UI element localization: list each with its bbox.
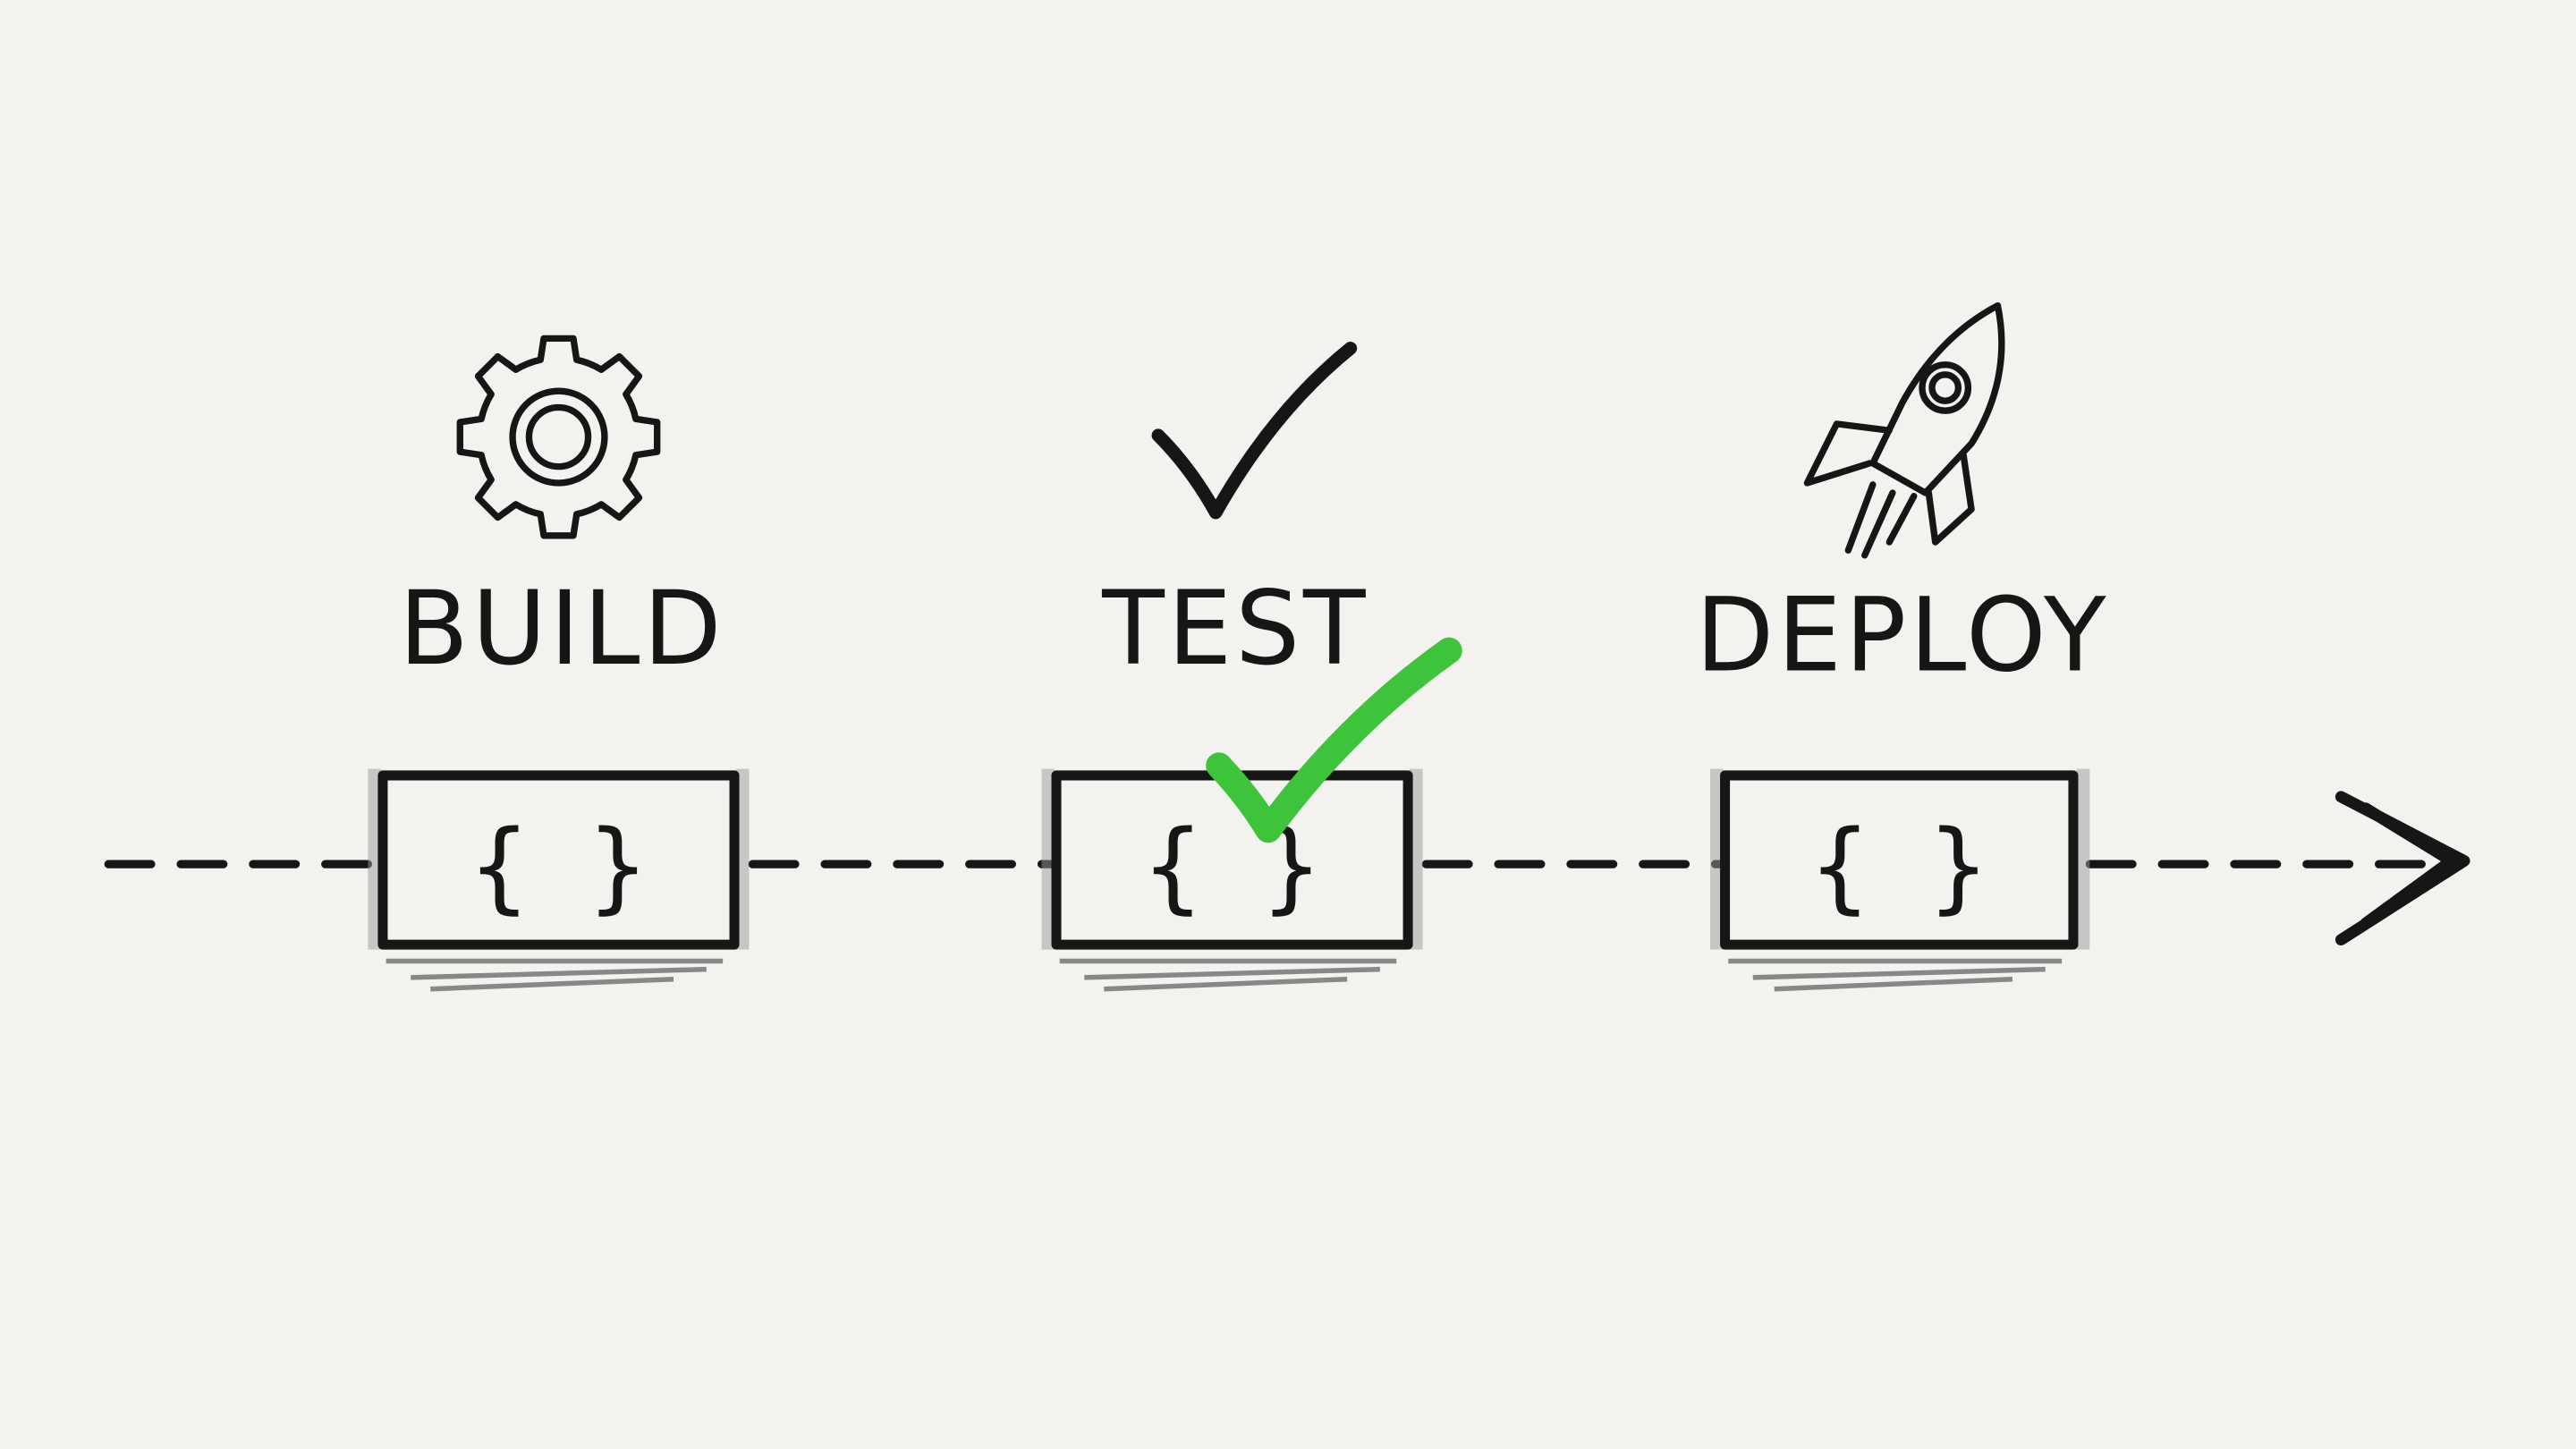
rocket-icon <box>1803 301 2005 559</box>
code-braces: { } <box>1143 809 1321 924</box>
stage-box: { } <box>1710 768 2090 992</box>
stage-box: { } <box>368 768 750 992</box>
code-braces: { } <box>470 809 648 924</box>
stage-label: BUILD <box>399 569 725 688</box>
stage-deploy: DEPLOY { } <box>1696 301 2110 992</box>
success-check-icon <box>1206 637 1462 843</box>
stage-label: DEPLOY <box>1696 575 2110 694</box>
gear-icon <box>456 335 661 539</box>
stage-box: { } <box>1041 768 1423 992</box>
stage-test: TEST { } <box>1041 342 1462 992</box>
checkmark-icon <box>1151 342 1358 520</box>
code-braces: { } <box>1810 809 1988 924</box>
stage-build: BUILD { } <box>368 335 750 992</box>
stage-label: TEST <box>1101 569 1368 688</box>
arrow-head-icon <box>2334 791 2470 946</box>
